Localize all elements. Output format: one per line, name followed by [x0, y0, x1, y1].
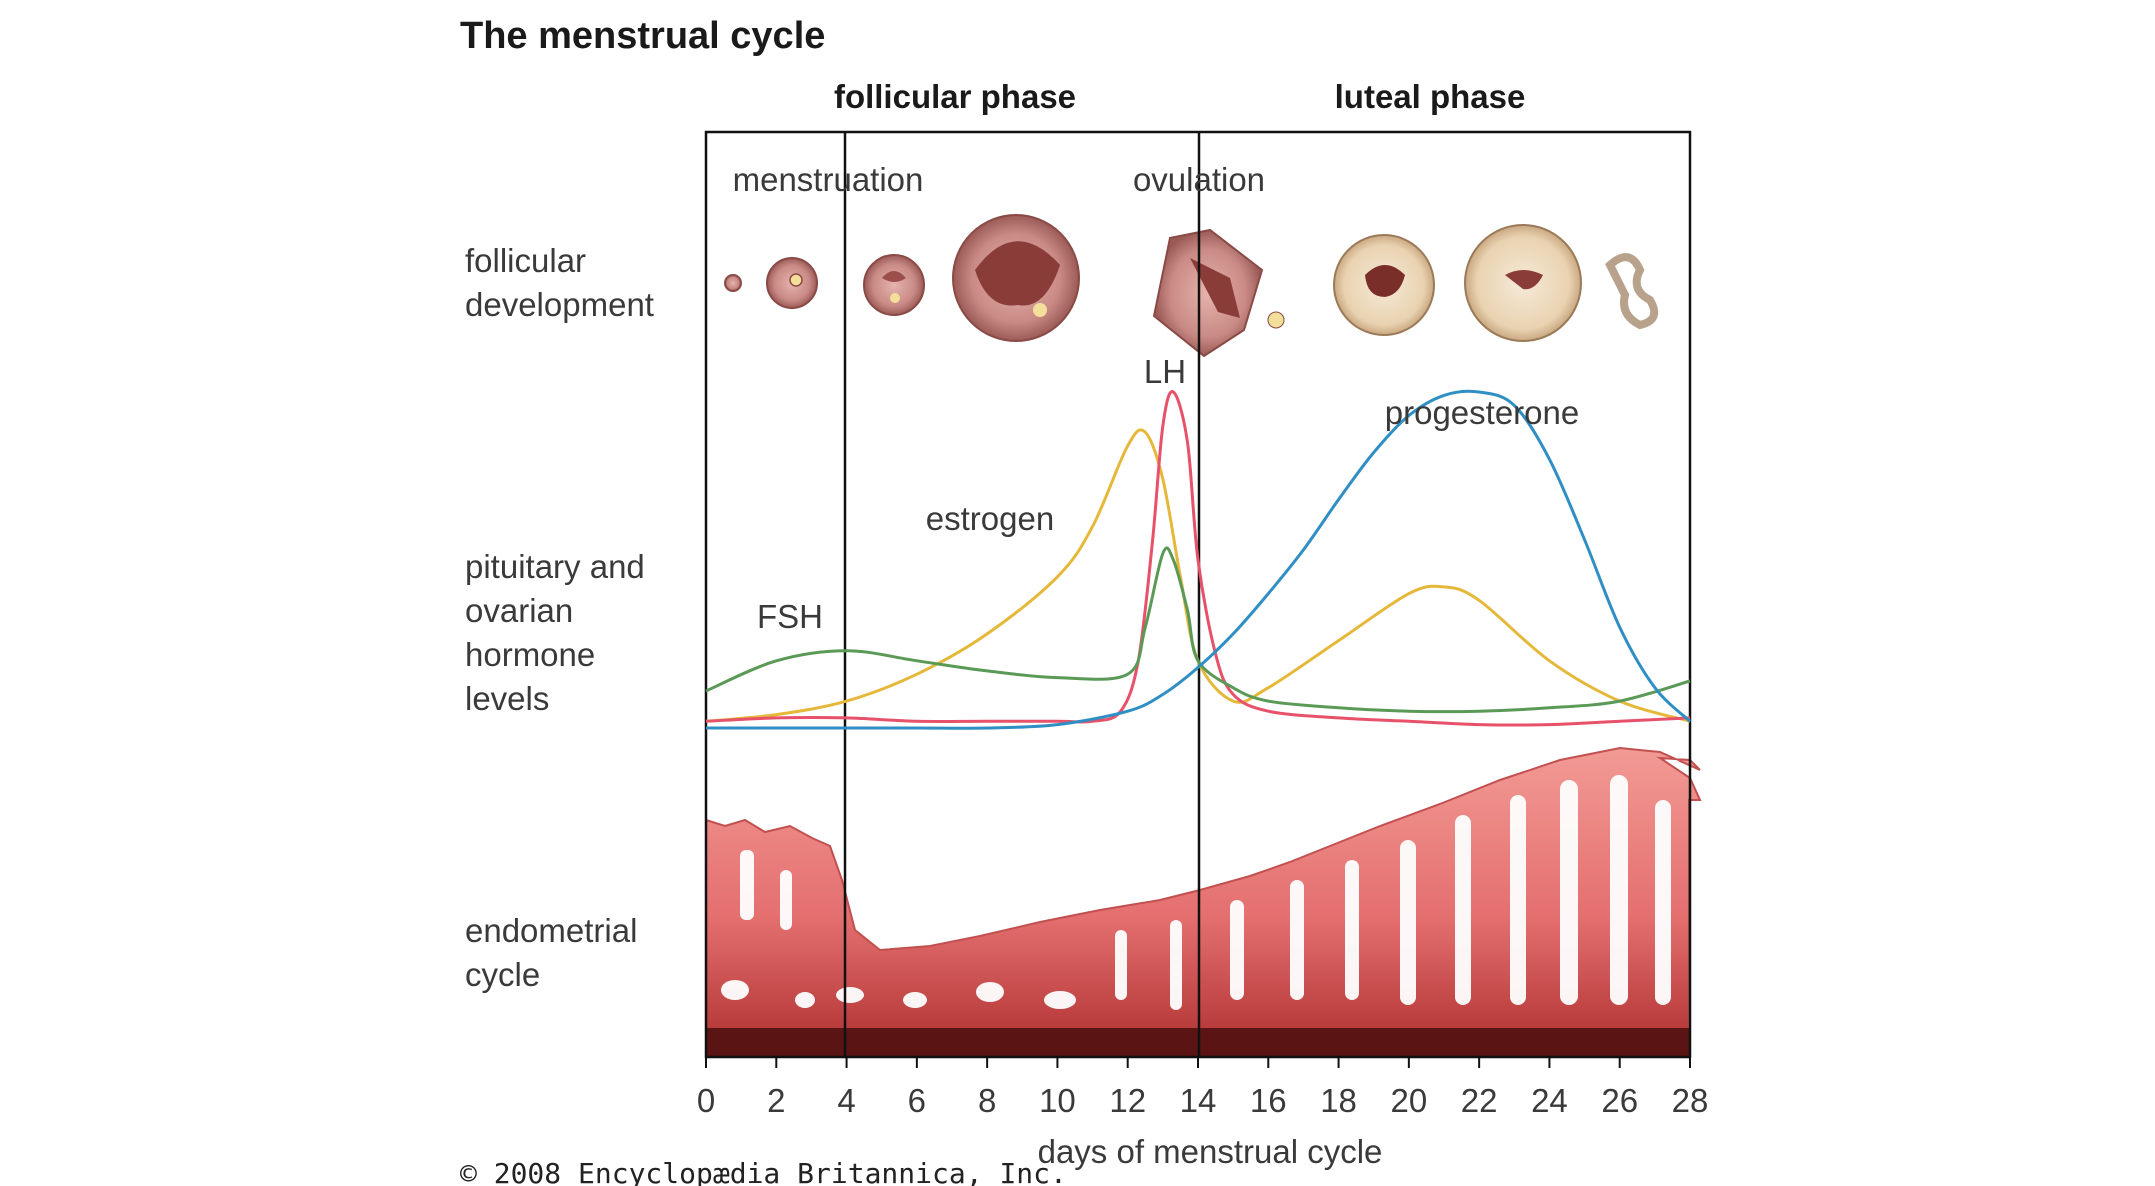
- x-tick-label: 14: [1180, 1082, 1217, 1119]
- x-tick-label: 4: [837, 1082, 855, 1119]
- lh-curve: [705, 390, 1691, 727]
- x-tick-label: 16: [1250, 1082, 1287, 1119]
- row-label-follicular-2: development: [465, 286, 654, 323]
- x-tick-label: 0: [697, 1082, 715, 1119]
- x-tick-label: 6: [908, 1082, 926, 1119]
- copyright-notice: © 2008 Encyclopædia Britannica, Inc.: [460, 1157, 1067, 1186]
- follicular-development-row: [724, 214, 1659, 358]
- endometrial-lining: [705, 746, 1702, 1056]
- row-label-hormone-4: levels: [465, 680, 549, 717]
- hormone-curves: [705, 389, 1692, 730]
- row-label-endometrial-1: endometrial: [465, 912, 637, 949]
- menstruation-label: menstruation: [733, 161, 924, 198]
- x-tick-label: 28: [1672, 1082, 1709, 1119]
- row-label-hormone-1: pituitary and: [465, 548, 645, 585]
- diagram-title: The menstrual cycle: [460, 15, 825, 57]
- estrogen-label: estrogen: [926, 500, 1054, 537]
- x-tick-label: 20: [1390, 1082, 1427, 1119]
- row-label-follicular-1: follicular: [465, 242, 586, 279]
- x-tick-label: 8: [978, 1082, 996, 1119]
- x-tick-label: 22: [1461, 1082, 1498, 1119]
- x-tick-label: 2: [767, 1082, 785, 1119]
- ovulation-label: ovulation: [1133, 161, 1265, 198]
- x-tick-label: 12: [1109, 1082, 1146, 1119]
- row-label-hormone-2: ovarian: [465, 592, 573, 629]
- fsh-curve: [705, 546, 1691, 714]
- row-label-endometrial-2: cycle: [465, 956, 540, 993]
- fsh-label: FSH: [757, 598, 823, 635]
- x-axis-label: days of menstrual cycle: [1038, 1133, 1383, 1170]
- progesterone-label: progesterone: [1385, 394, 1579, 431]
- row-label-hormone-3: hormone: [465, 636, 595, 673]
- x-tick-label: 10: [1039, 1082, 1076, 1119]
- luteal-phase-label: luteal phase: [1335, 78, 1526, 115]
- progesterone-curve: [706, 389, 1692, 730]
- lh-label: LH: [1144, 353, 1186, 390]
- x-tick-label: 24: [1531, 1082, 1568, 1119]
- x-tick-label: 18: [1320, 1082, 1357, 1119]
- x-tick-label: 26: [1601, 1082, 1638, 1119]
- follicular-phase-label: follicular phase: [834, 78, 1076, 115]
